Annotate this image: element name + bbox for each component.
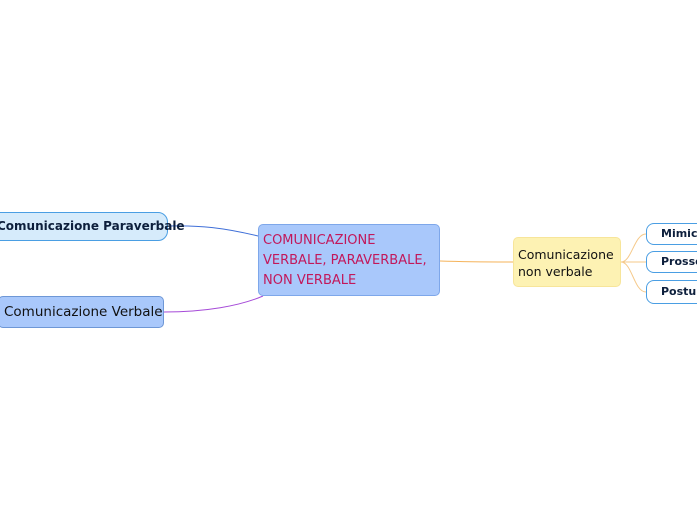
- branch-non-verbale[interactable]: Comunicazione non verbale: [513, 237, 621, 287]
- link-central-paraverbale: [167, 225, 259, 237]
- subtopic-postura[interactable]: Postura: [646, 280, 697, 304]
- link-nonverbale-mimica: [620, 233, 647, 263]
- link-central-verbale: [163, 295, 264, 313]
- link-nonverbale-postura: [620, 261, 647, 293]
- branch-paraverbale[interactable]: Comunicazione Paraverbale: [0, 212, 185, 241]
- subtopic-mimica[interactable]: Mimica: [646, 223, 697, 245]
- branch-verbale[interactable]: Comunicazione Verbale: [0, 296, 164, 328]
- link-central-nonverbale: [439, 260, 514, 263]
- central-topic[interactable]: COMUNICAZIONE VERBALE, PARAVERBALE, NON …: [258, 224, 440, 296]
- subtopic-prossemica[interactable]: Prossemica: [646, 251, 697, 273]
